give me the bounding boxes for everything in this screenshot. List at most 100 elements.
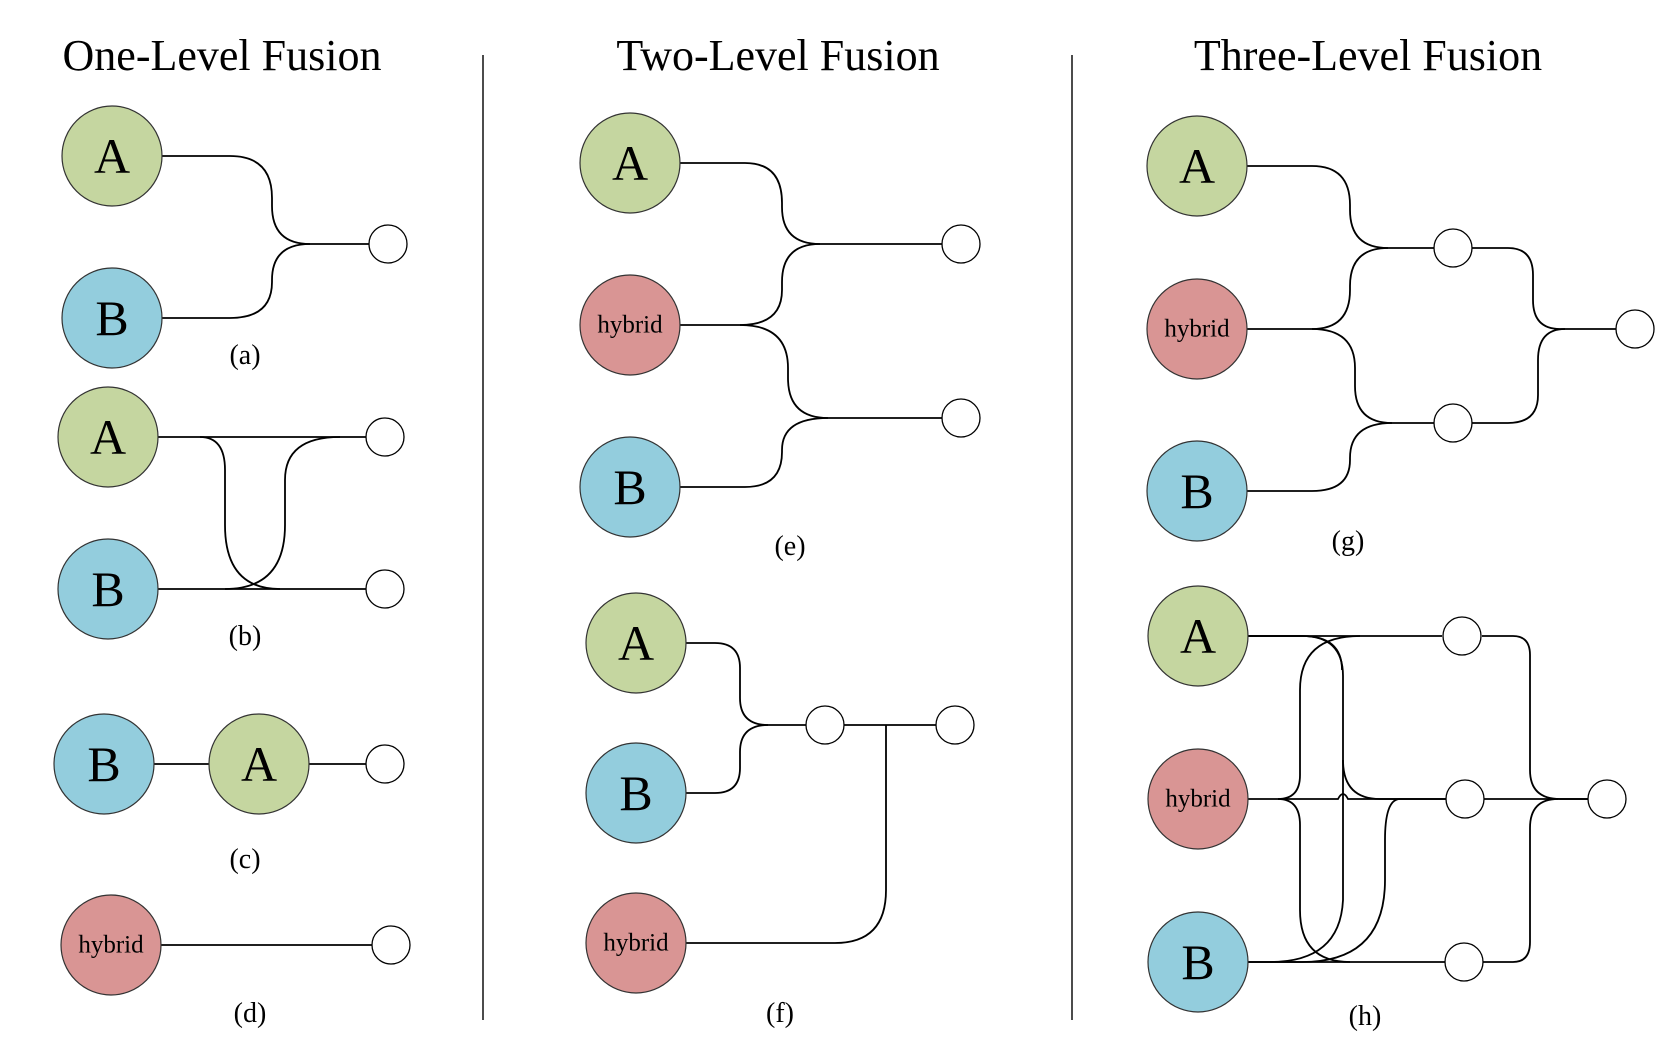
edge: [1248, 635, 1343, 671]
edge: [1472, 247, 1616, 330]
output-node: [1615, 309, 1655, 349]
title-one-level: One-Level Fusion: [63, 31, 382, 80]
node-hybrid: [60, 894, 162, 996]
output-node: [371, 925, 411, 965]
edge: [739, 324, 942, 419]
edge: [1248, 635, 1446, 800]
node-a-label: A: [612, 135, 648, 191]
edge: [1472, 328, 1566, 424]
output-node: [941, 398, 981, 438]
node-b-label: B: [1180, 463, 1213, 519]
node-b: [53, 713, 155, 815]
node-b: [57, 538, 159, 640]
node-b-label: B: [619, 765, 652, 821]
panel-c: B A (c): [53, 713, 405, 875]
node-a-label: A: [241, 736, 277, 792]
node-b-label: B: [95, 290, 128, 346]
edge: [1311, 328, 1434, 424]
node-a: [61, 105, 163, 207]
fusion-node: [805, 705, 845, 745]
edge: [686, 724, 769, 794]
panel-d: hybrid (d): [60, 894, 411, 1029]
edge: [1246, 247, 1389, 330]
caption-d: (d): [234, 998, 267, 1029]
panel-b: A B (b): [57, 386, 405, 652]
node-b-label: B: [91, 561, 124, 617]
edge: [1246, 422, 1393, 492]
node-a: [208, 713, 310, 815]
edge: [680, 162, 942, 245]
title-three-level: Three-Level Fusion: [1194, 31, 1542, 80]
output-node: [1587, 779, 1627, 819]
edge: [1246, 793, 1446, 800]
edge: [686, 725, 887, 944]
node-a: [57, 386, 159, 488]
node-a: [579, 112, 681, 214]
node-a: [585, 592, 687, 694]
node-hybrid: [579, 274, 681, 376]
node-a-label: A: [1179, 138, 1215, 194]
edge: [199, 436, 281, 590]
node-hybrid-label: hybrid: [1165, 786, 1231, 813]
caption-h: (h): [1349, 1001, 1382, 1032]
node-a-label: A: [90, 409, 126, 465]
node-a-label: A: [94, 128, 130, 184]
node-b: [579, 436, 681, 538]
caption-b: (b): [229, 621, 262, 652]
edge: [160, 155, 370, 245]
node-b-label: B: [613, 459, 646, 515]
caption-f: (f): [766, 998, 794, 1029]
fusion-node: [1445, 779, 1485, 819]
edge: [224, 436, 341, 590]
node-hybrid-label: hybrid: [1164, 316, 1230, 343]
node-b: [585, 742, 687, 844]
output-node: [935, 705, 975, 745]
panel-a: A B (a): [61, 105, 408, 371]
node-a-label: A: [1180, 608, 1216, 664]
fusion-node: [1444, 942, 1484, 982]
node-a: [1146, 115, 1248, 217]
node-hybrid: [585, 892, 687, 994]
node-b: [61, 267, 163, 369]
output-node: [365, 744, 405, 784]
node-hybrid-label: hybrid: [597, 312, 663, 339]
caption-e: (e): [774, 531, 805, 562]
node-hybrid-label: hybrid: [78, 932, 144, 959]
caption-g: (g): [1332, 526, 1365, 557]
fusion-node: [1433, 228, 1473, 268]
edge: [680, 417, 829, 488]
edge: [680, 243, 821, 326]
panel-h: A hybrid B (h): [1147, 585, 1627, 1032]
node-hybrid-label: hybrid: [603, 930, 669, 957]
edge: [1483, 798, 1559, 963]
output-node: [365, 569, 405, 609]
edge: [160, 243, 311, 319]
output-node: [368, 224, 408, 264]
node-hybrid: [1146, 278, 1248, 380]
fusion-node: [1442, 616, 1482, 656]
caption-c: (c): [229, 844, 260, 875]
edge: [1269, 760, 1344, 963]
output-node: [365, 417, 405, 457]
panel-e: A hybrid B (e): [579, 112, 981, 562]
node-b: [1146, 440, 1248, 542]
output-node: [941, 224, 981, 264]
panel-g: A hybrid B (g): [1146, 115, 1655, 557]
edge: [1482, 635, 1588, 800]
panel-f: A B hybrid (f): [585, 592, 975, 1029]
edge: [1277, 635, 1361, 800]
node-b: [1147, 911, 1249, 1013]
edge: [1277, 798, 1351, 963]
node-a: [1147, 585, 1249, 687]
edge: [686, 642, 806, 726]
edge: [1248, 798, 1401, 963]
node-a-label: A: [618, 615, 654, 671]
node-b-label: B: [87, 736, 120, 792]
title-two-level: Two-Level Fusion: [616, 31, 939, 80]
caption-a: (a): [229, 340, 260, 371]
edge: [1246, 165, 1434, 249]
fusion-node: [1433, 403, 1473, 443]
node-hybrid: [1147, 748, 1249, 850]
node-b-label: B: [1181, 934, 1214, 990]
